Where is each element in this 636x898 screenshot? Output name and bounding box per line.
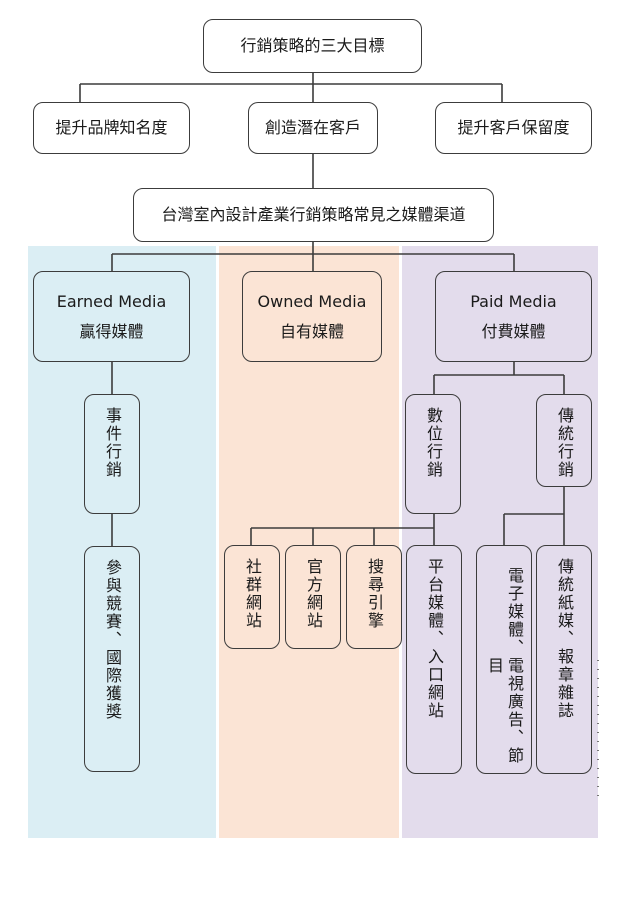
digital-marketing-box: 數位行銷: [405, 394, 461, 514]
earned-media-zh: 贏得媒體: [79, 321, 144, 341]
earned-media-box: Earned Media 贏得媒體: [33, 271, 190, 362]
owned-media-zh: 自有媒體: [279, 321, 344, 341]
goal-box-retention: 提升客戶保留度: [435, 102, 592, 154]
social-network-box: 社群網站: [224, 545, 280, 649]
electronic-media-box: 電子媒體、電視廣告、節目: [476, 545, 532, 774]
top-title-box: 行銷策略的三大目標: [203, 19, 422, 73]
traditional-marketing-box: 傳統行銷: [536, 394, 592, 487]
goal-box-leads: 創造潛在客戶: [248, 102, 378, 154]
earned-media-en: Earned Media: [56, 291, 167, 311]
platform-portal-box: 平台媒體、入口網站: [406, 545, 462, 774]
event-marketing-box: 事件行銷: [84, 394, 140, 514]
official-website-box: 官方網站: [285, 545, 341, 649]
paid-media-en: Paid Media: [470, 291, 557, 311]
paid-media-box: Paid Media 付費媒體: [435, 271, 592, 362]
owned-media-en: Owned Media: [257, 291, 367, 311]
paid-media-zh: 付費媒體: [481, 321, 546, 341]
dotted-edge: [597, 660, 599, 800]
awards-box: 參與競賽、國際獲獎: [84, 546, 140, 772]
goal-box-brand-awareness: 提升品牌知名度: [33, 102, 190, 154]
owned-media-box: Owned Media 自有媒體: [242, 271, 382, 362]
print-media-box: 傳統紙媒、報章雜誌: [536, 545, 592, 774]
search-engine-box: 搜尋引擎: [346, 545, 402, 649]
channels-title-box: 台灣室內設計產業行銷策略常見之媒體渠道: [133, 188, 494, 242]
